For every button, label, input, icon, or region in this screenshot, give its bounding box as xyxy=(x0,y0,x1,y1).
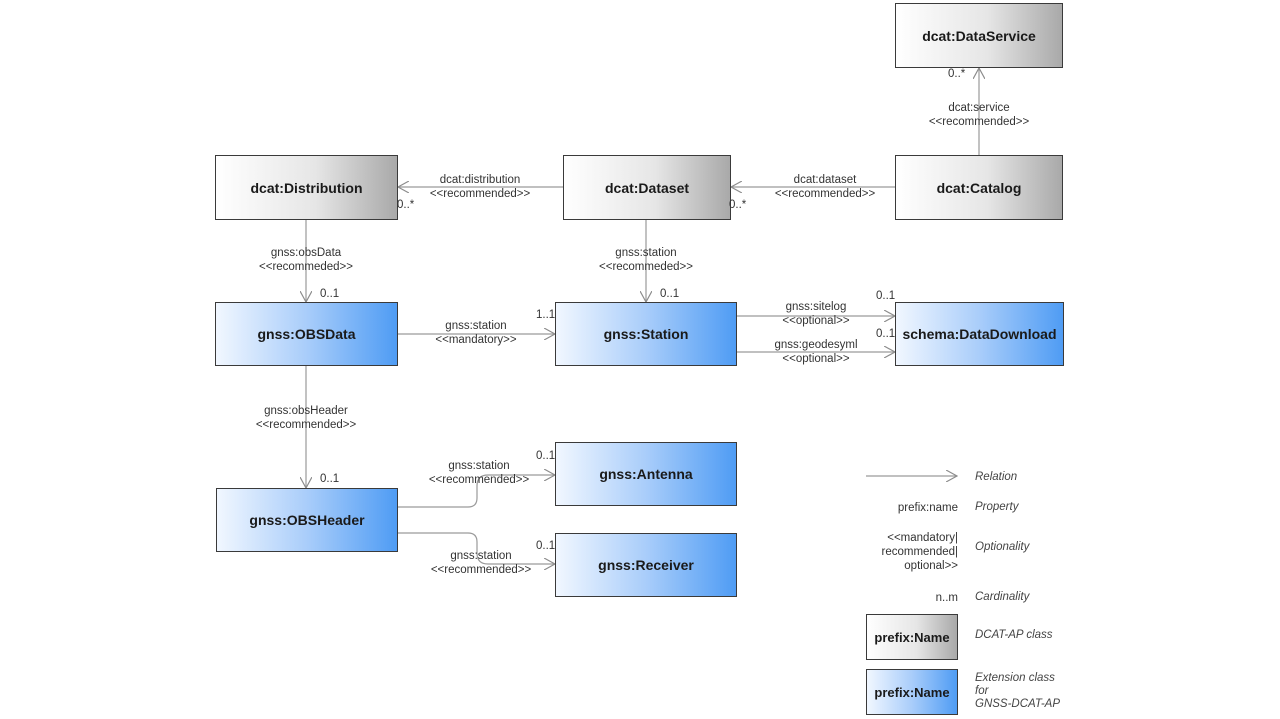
legend-property-key: prefix:name xyxy=(897,502,958,514)
obsdata-property: gnss:obsData xyxy=(270,247,342,259)
service-cardinality: 0..* xyxy=(948,68,966,80)
obsheader-cardinality: 0..1 xyxy=(320,473,340,485)
dataset-station-cardinality: 0..1 xyxy=(660,288,680,300)
receiver-cardinality: 0..1 xyxy=(536,540,556,552)
legend-optionality-desc: Optionality xyxy=(975,541,1030,553)
dataset-station-optionality: <<recommeded>> xyxy=(599,261,693,273)
class-obs-data: gnss:OBSData xyxy=(215,302,398,366)
legend-relation-desc: Relation xyxy=(975,471,1018,483)
legend-cardinality-desc: Cardinality xyxy=(975,591,1030,603)
geodesyml-label: gnss:geodesyml <<optional>> xyxy=(774,338,857,366)
obsheader-label: gnss:obsHeader <<recommended>> xyxy=(256,404,356,432)
antenna-label: gnss:station <<recommended>> xyxy=(429,459,529,487)
class-receiver: gnss:Receiver xyxy=(555,533,737,597)
geodesyml-cardinality: 0..1 xyxy=(876,328,896,340)
dataset-label: dcat:dataset <<recommended>> xyxy=(775,173,875,201)
geodesyml-optionality: <<optional>> xyxy=(782,353,850,365)
sitelog-optionality: <<optional>> xyxy=(782,315,850,327)
distribution-property: dcat:distribution xyxy=(439,174,521,186)
service-label: dcat:service <<recommended>> xyxy=(929,101,1029,129)
class-catalog: dcat:Catalog xyxy=(895,155,1063,220)
legend-optionality-line-3: optional>> xyxy=(904,560,958,572)
class-dataset: dcat:Dataset xyxy=(563,155,731,220)
obs-station-optionality: <<mandatory>> xyxy=(435,334,517,346)
antenna-cardinality: 0..1 xyxy=(536,450,556,462)
obsdata-cardinality: 0..1 xyxy=(320,288,340,300)
dataset-station-label: gnss:station <<recommeded>> xyxy=(599,246,693,274)
class-obs-header: gnss:OBSHeader xyxy=(216,488,398,552)
distribution-label: dcat:distribution <<recommended>> xyxy=(430,173,530,201)
distribution-optionality: <<recommended>> xyxy=(429,188,531,200)
legend-extension-line-1: Extension class xyxy=(975,672,1055,684)
service-property: dcat:service xyxy=(948,102,1010,114)
dataset-property: dcat:dataset xyxy=(793,174,857,186)
legend-extension-line-3: GNSS-DCAT-AP xyxy=(975,698,1060,710)
class-station: gnss:Station xyxy=(555,302,737,366)
obsheader-property: gnss:obsHeader xyxy=(264,405,348,417)
antenna-optionality: <<recommended>> xyxy=(428,474,530,486)
obs-station-cardinality: 1..1 xyxy=(536,309,556,321)
class-data-download: schema:DataDownload xyxy=(895,302,1064,366)
obs-station-property: gnss:station xyxy=(445,320,507,332)
obsheader-optionality: <<recommended>> xyxy=(255,419,357,431)
legend-extension-class-desc: Extension class for GNSS-DCAT-AP xyxy=(975,672,1060,711)
legend-extension-class-swatch: prefix:Name xyxy=(866,669,958,715)
obs-station-label: gnss:station <<mandatory>> xyxy=(435,319,516,347)
class-distribution: dcat:Distribution xyxy=(215,155,398,220)
sitelog-property: gnss:sitelog xyxy=(785,301,847,313)
legend-cardinality-key: n..m xyxy=(935,592,958,604)
obsdata-optionality: <<recommeded>> xyxy=(259,261,353,273)
legend-dcat-class-swatch: prefix:Name xyxy=(866,614,958,660)
antenna-property: gnss:station xyxy=(448,460,510,472)
legend-optionality-line-1: <<mandatory| xyxy=(887,532,958,544)
class-antenna: gnss:Antenna xyxy=(555,442,737,506)
receiver-property: gnss:station xyxy=(450,550,512,562)
obsdata-label: gnss:obsData <<recommeded>> xyxy=(259,246,353,274)
dataset-station-property: gnss:station xyxy=(615,247,677,259)
dataset-cardinality: 0..* xyxy=(729,199,747,211)
dataset-optionality: <<recommended>> xyxy=(774,188,876,200)
receiver-optionality: <<recommended>> xyxy=(430,564,532,576)
class-data-service: dcat:DataService xyxy=(895,3,1063,68)
geodesyml-property: gnss:geodesyml xyxy=(774,339,858,351)
legend-property-desc: Property xyxy=(975,501,1019,513)
sitelog-cardinality: 0..1 xyxy=(876,290,896,302)
legend-optionality-line-2: recommended| xyxy=(881,546,959,558)
receiver-label: gnss:station <<recommended>> xyxy=(431,549,531,577)
legend-optionality-key: <<mandatory| recommended| optional>> xyxy=(882,531,959,573)
distribution-cardinality: 0..* xyxy=(397,199,415,211)
antenna-relation-line xyxy=(398,475,555,508)
legend-dcat-class-desc: DCAT-AP class xyxy=(975,629,1053,641)
service-optionality: <<recommended>> xyxy=(928,116,1030,128)
sitelog-label: gnss:sitelog <<optional>> xyxy=(782,300,849,328)
receiver-relation-line xyxy=(398,532,555,564)
legend-extension-line-2: for xyxy=(975,685,989,697)
